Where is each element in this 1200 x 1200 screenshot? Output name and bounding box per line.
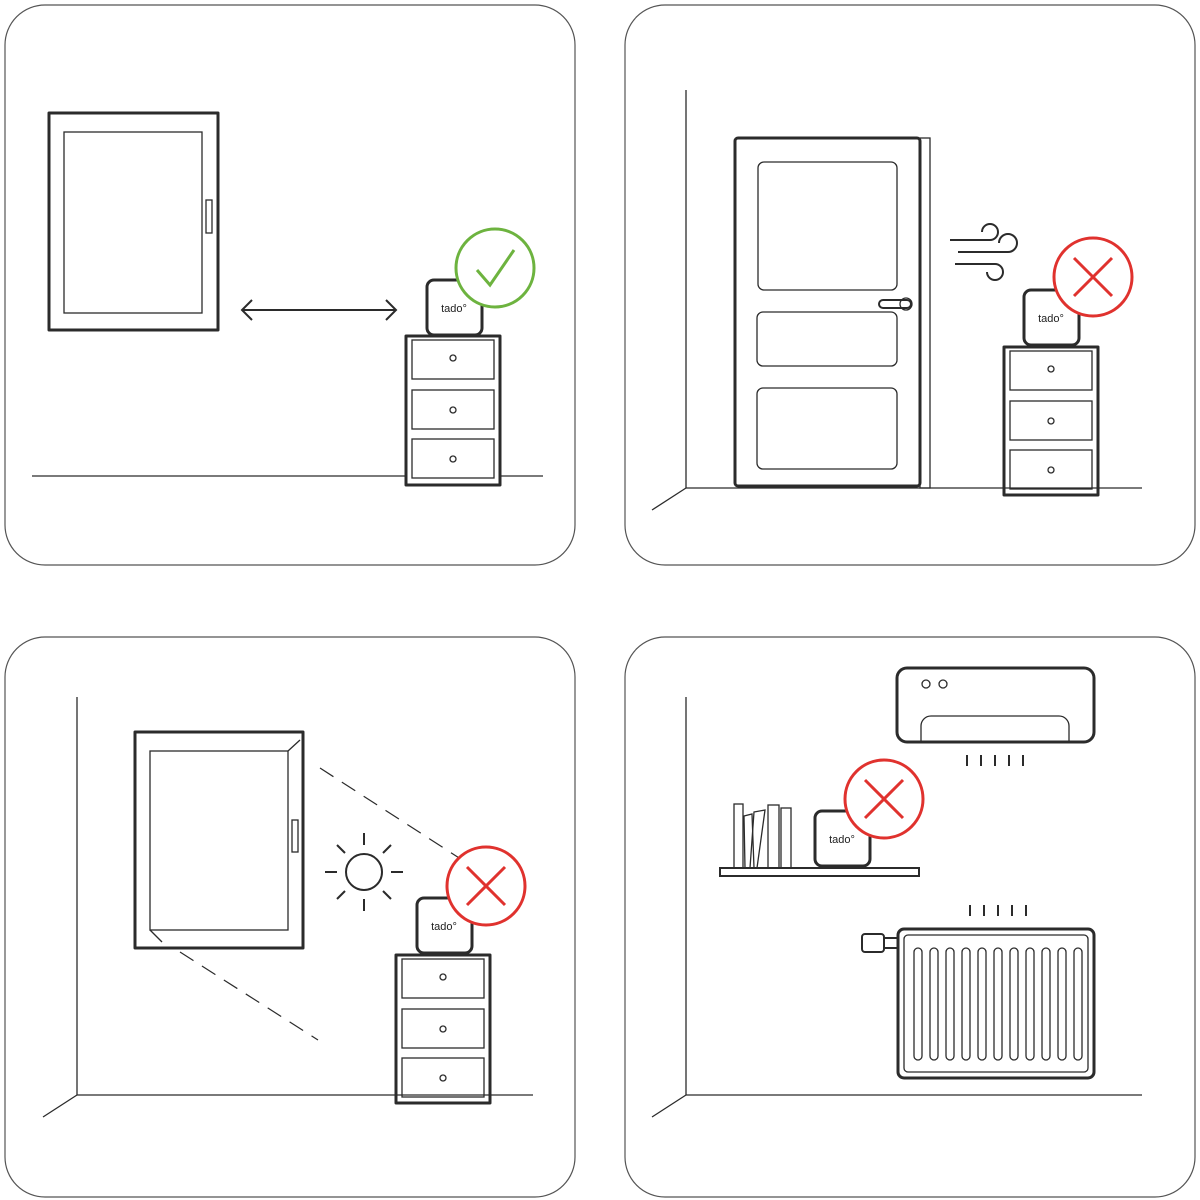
device-label: tado° [1038,313,1064,325]
sunlight-rays [179,767,471,1041]
wind-draft-icon [950,223,1018,281]
room-corner [651,90,1142,511]
panel-direct-sunlight: tado° [4,636,576,1198]
radiator-valve [861,933,899,953]
door [733,136,931,489]
panel-near-door-draft: tado° [624,4,1196,566]
cross-icon [445,845,527,927]
radiator [861,905,1096,1080]
window [47,111,220,332]
device-label: tado° [431,921,457,933]
panel-good-placement: tado° [4,4,576,566]
room-corner [651,697,1142,1118]
dresser [404,334,502,487]
distance-arrow-icon [240,299,398,321]
air-conditioner [895,666,1096,766]
room-corner [42,697,533,1118]
check-icon [454,227,536,309]
panel-near-heat-sources: tado° [624,636,1196,1198]
device-label: tado° [441,303,467,315]
dresser [394,953,492,1105]
shelf-with-books [719,803,920,877]
cross-icon [1052,236,1134,318]
window [133,730,305,950]
device-label: tado° [829,834,855,846]
cross-icon [843,758,925,840]
dresser [1002,345,1100,497]
sun-icon [325,833,403,911]
